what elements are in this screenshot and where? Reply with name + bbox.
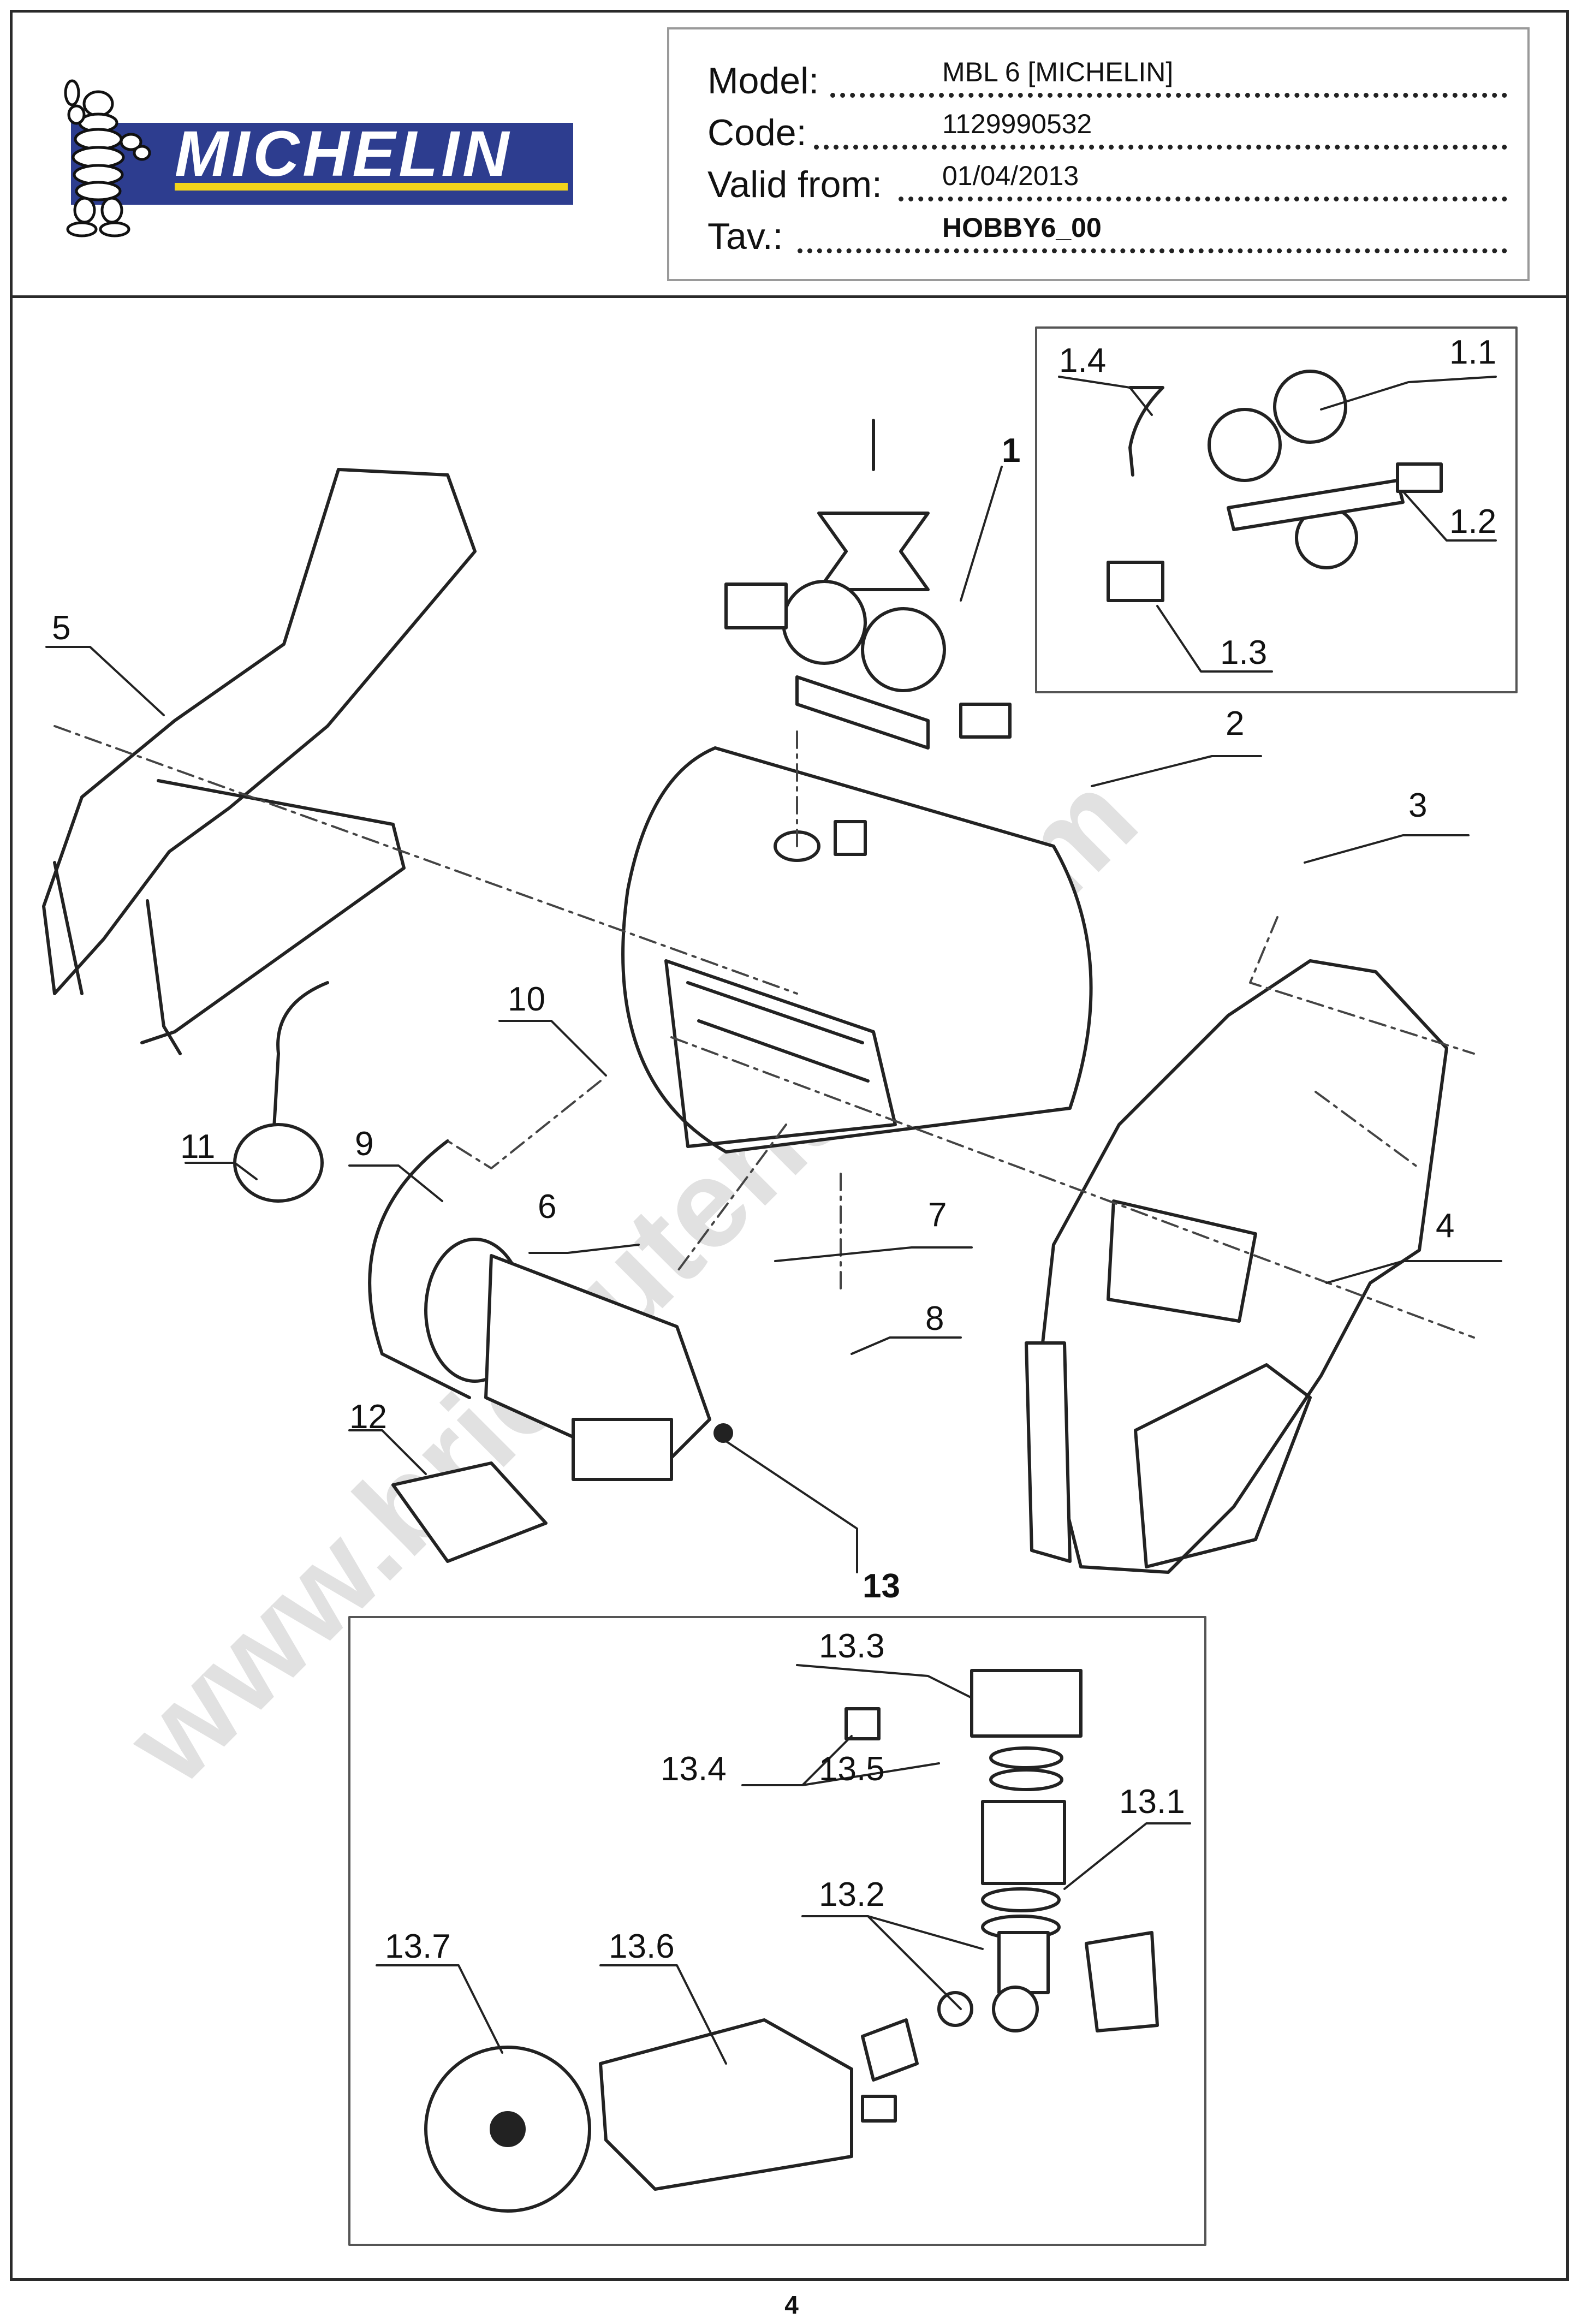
part-label-6: 6 <box>538 1188 557 1226</box>
part-label-13-4: 13.4 <box>661 1750 727 1788</box>
part-label-7: 7 <box>928 1196 947 1234</box>
motor-assembly-icon <box>424 1238 733 1481</box>
valid-row: Valid from: 01/04/2013 <box>707 158 1507 207</box>
assembly-lines <box>53 725 1475 1339</box>
capacitor-board-icon <box>391 1461 548 1563</box>
leader-lines <box>45 376 1502 2065</box>
tav-label: Tav.: <box>707 216 783 257</box>
part-label-1-2: 1.2 <box>1449 503 1497 540</box>
model-row: Model: MBL 6 [MICHELIN] <box>707 54 1507 103</box>
tav-dots <box>798 248 1507 253</box>
part-label-12: 12 <box>349 1398 387 1436</box>
code-value: 1129990532 <box>942 109 1092 139</box>
page-number: 4 <box>784 2291 799 2319</box>
tav-row: Tav.: HOBBY6_00 <box>707 210 1507 259</box>
model-dots <box>830 93 1507 98</box>
inset-box-pump-group <box>348 1616 1206 2246</box>
bibendum-icon <box>64 79 151 237</box>
part-label-4: 4 <box>1436 1207 1455 1245</box>
part-label-13-1: 13.1 <box>1119 1783 1185 1821</box>
part-label-13: 13 <box>863 1567 900 1605</box>
part-label-8: 8 <box>925 1300 944 1338</box>
delivery-pipe-icon <box>368 1139 471 1399</box>
valid-dots <box>899 197 1507 201</box>
part-label-3: 3 <box>1408 787 1428 824</box>
code-dots <box>814 145 1507 150</box>
part-label-1-3: 1.3 <box>1220 634 1268 671</box>
model-value: MBL 6 [MICHELIN] <box>942 57 1174 87</box>
part-label-13-5: 13.5 <box>819 1750 885 1788</box>
inset-box-pressure-group <box>1035 326 1518 693</box>
part-label-9: 9 <box>355 1125 374 1163</box>
logo-stripe <box>175 183 568 191</box>
part-label-10: 10 <box>508 980 545 1018</box>
tav-value: HOBBY6_00 <box>942 212 1102 243</box>
part-label-2: 2 <box>1226 705 1245 742</box>
michelin-logo: MICHELIN <box>64 79 573 237</box>
logo-banner <box>71 123 573 205</box>
part-label-1-1: 1.1 <box>1449 334 1497 371</box>
pressure-group-icon <box>724 419 1012 750</box>
part-label-11: 11 <box>180 1128 216 1166</box>
valid-from-value: 01/04/2013 <box>942 161 1079 191</box>
tank-icon <box>621 746 1093 1154</box>
part-label-1-4: 1.4 <box>1059 342 1107 379</box>
power-cable-icon <box>233 981 329 1203</box>
part-label-13-7: 13.7 <box>385 1928 451 1965</box>
valid-from-label: Valid from: <box>707 164 882 205</box>
page-frame <box>10 10 1569 2281</box>
part-label-5: 5 <box>52 609 71 647</box>
header-separator <box>10 295 1569 298</box>
part-label-13-2: 13.2 <box>819 1876 885 1913</box>
housing-left-icon <box>42 468 477 1055</box>
part-label-13-3: 13.3 <box>819 1627 885 1665</box>
logo-wordmark: MICHELIN <box>175 118 512 190</box>
pump-detail-icon <box>424 1669 1159 2213</box>
code-row: Code: 1129990532 <box>707 106 1507 155</box>
part-label-1: 1 <box>1002 432 1021 469</box>
model-info-box: Model: MBL 6 [MICHELIN] Code: 1129990532… <box>667 27 1530 281</box>
code-label: Code: <box>707 112 807 153</box>
part-label-13-6: 13.6 <box>609 1928 675 1965</box>
model-label: Model: <box>707 60 819 102</box>
pressure-group-detail-icon <box>1107 370 1443 602</box>
